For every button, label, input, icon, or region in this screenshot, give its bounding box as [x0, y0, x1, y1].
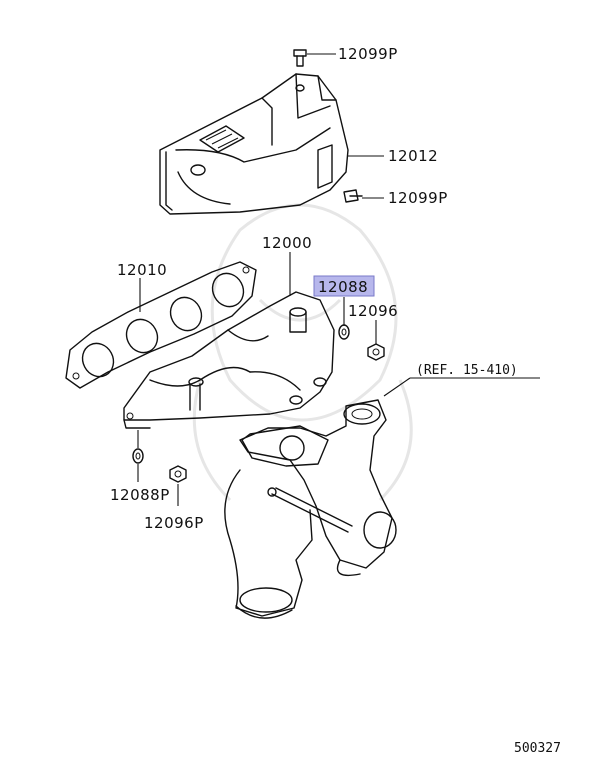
heat-cover-12012[interactable]	[159, 73, 349, 215]
nut-12088P[interactable]	[132, 448, 144, 464]
exhaust-manifold-12000[interactable]	[123, 291, 335, 429]
label-lower-nut-a: 12088P	[110, 486, 170, 504]
label-reference: (REF. 15-410)	[416, 363, 518, 378]
nut-12096P[interactable]	[169, 465, 187, 483]
highlight-box[interactable]	[313, 275, 375, 297]
label-highlighted-nut[interactable]: 12088	[318, 278, 368, 296]
top-bolt-12099P[interactable]	[293, 49, 307, 67]
label-top-bolt: 12099P	[338, 45, 398, 63]
label-side-bolt: 12099P	[388, 189, 448, 207]
leader-reference	[383, 377, 411, 397]
label-gasket: 12010	[117, 261, 167, 279]
nut-12096[interactable]	[367, 343, 385, 361]
label-manifold: 12000	[262, 234, 312, 252]
label-nut-right: 12096	[348, 302, 398, 320]
label-heat-cover: 12012	[388, 147, 438, 165]
gasket-12010[interactable]	[65, 261, 257, 389]
turbocharger[interactable]	[224, 399, 397, 619]
nut-12088[interactable]	[338, 324, 350, 340]
label-lower-nut-b: 12096P	[144, 514, 204, 532]
side-bolt-12099P[interactable]	[343, 189, 363, 203]
figure-number: 500327	[514, 741, 561, 756]
